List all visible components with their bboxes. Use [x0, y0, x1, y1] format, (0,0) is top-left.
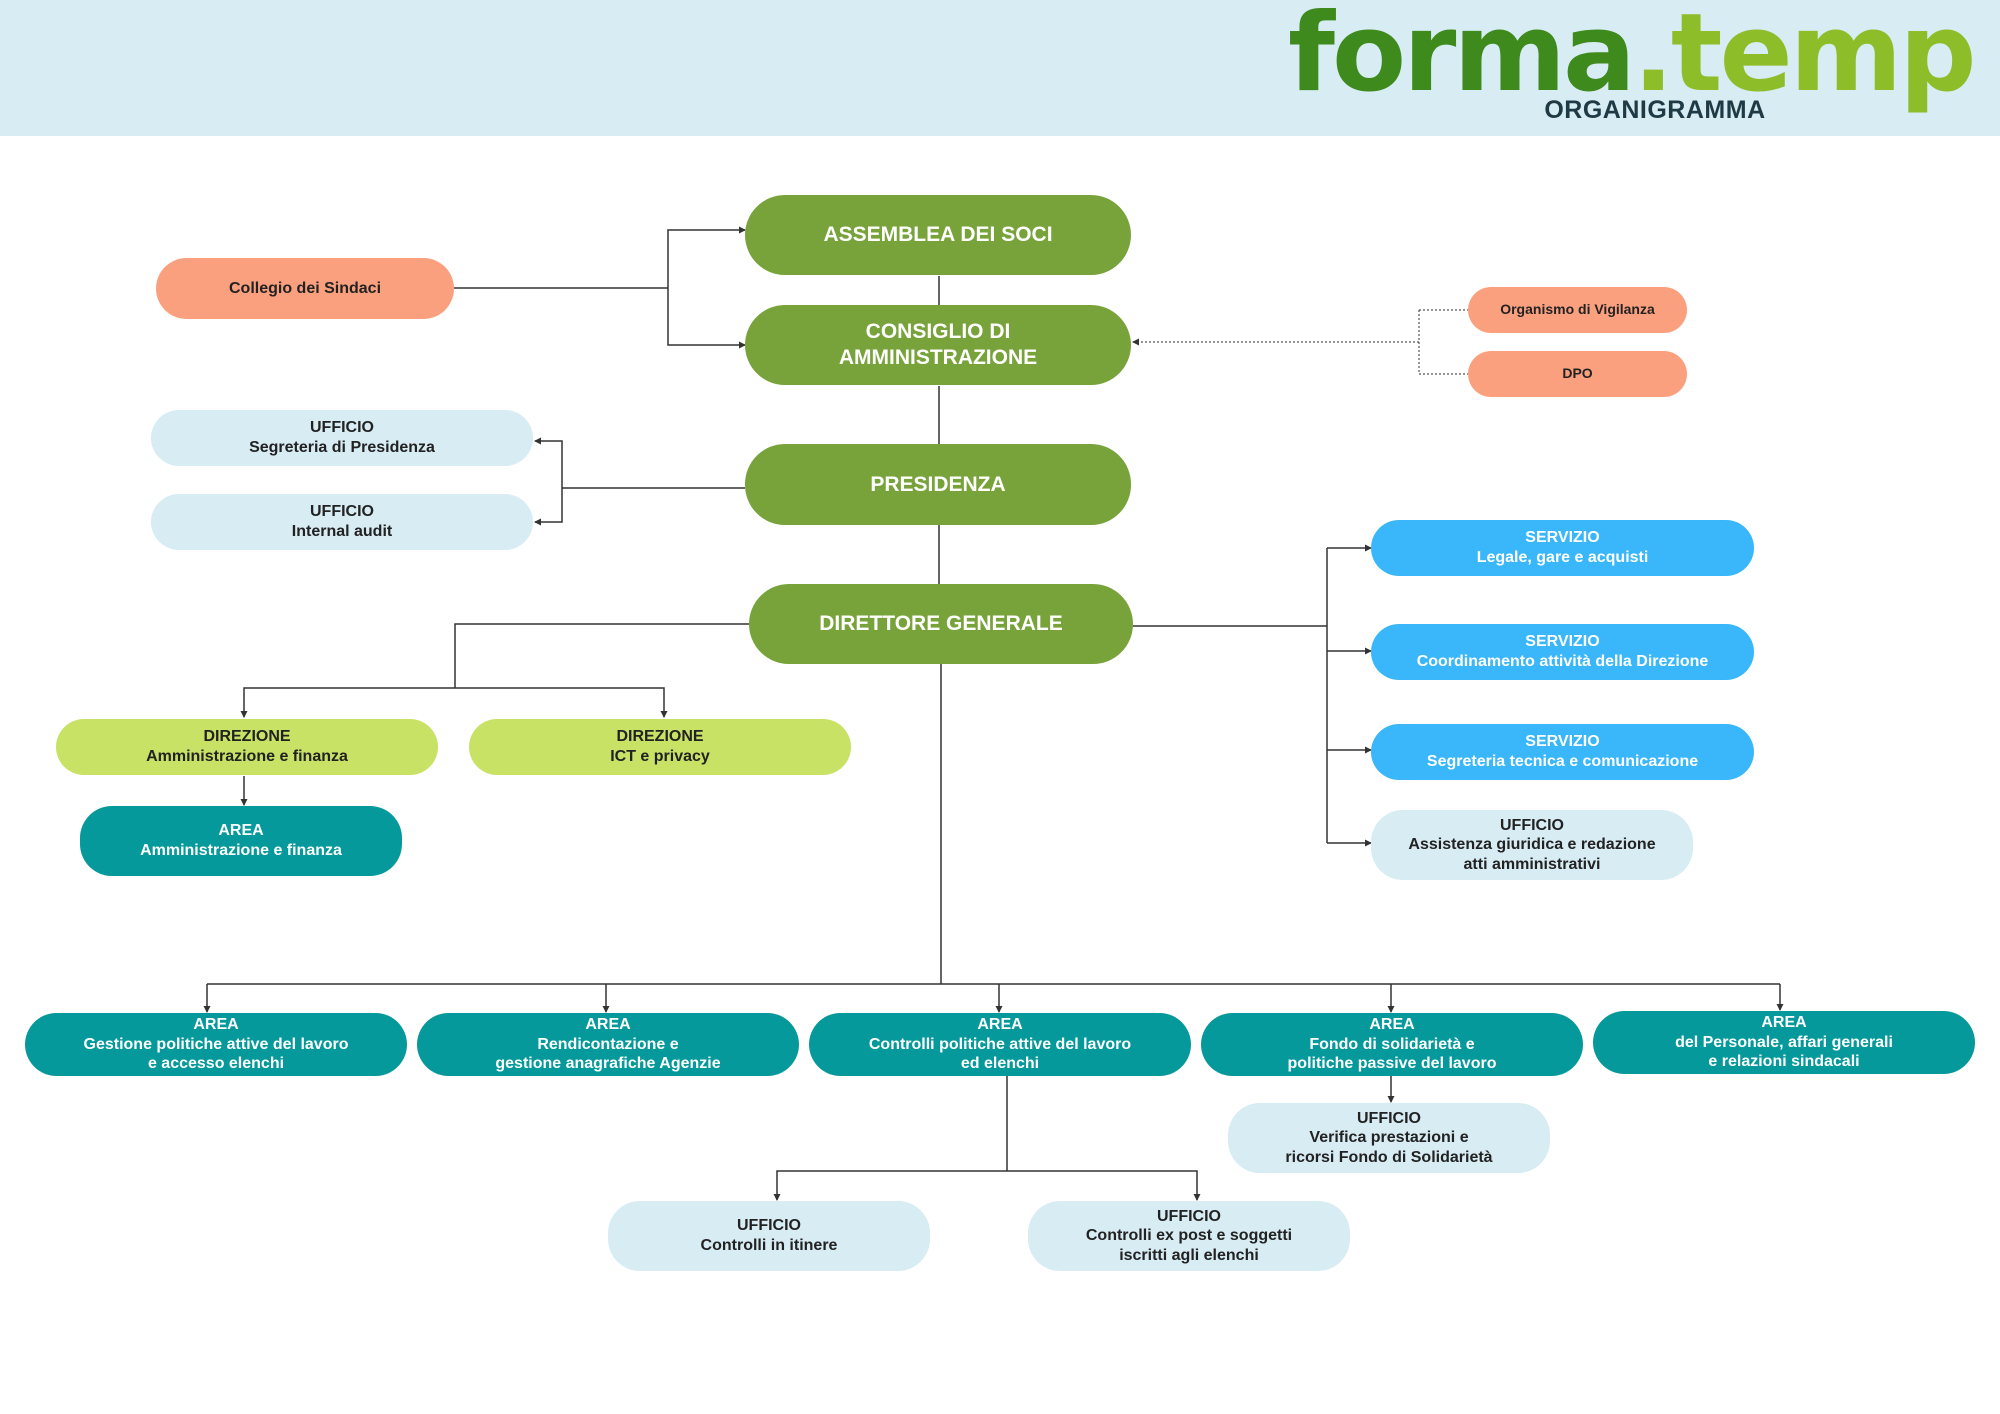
node-label: Coordinamento attività della Direzione: [1416, 653, 1709, 670]
node-organismo-di-vigilanza[interactable]: Organismo di Vigilanza: [1468, 287, 1687, 333]
node-label: CONSIGLIO DI: [865, 320, 1011, 344]
link-direttore-direzioni: [454, 623, 749, 688]
node-label: e accesso elenchi: [147, 1055, 285, 1073]
node-ufficio-assistenza-giuridica[interactable]: UFFICIO Assistenza giuridica e redazione…: [1371, 810, 1693, 880]
link-collegio-assemblea: [667, 226, 746, 288]
node-direttore-generale[interactable]: DIRETTORE GENERALE: [749, 584, 1133, 664]
node-servizio-segreteria-tecnica[interactable]: SERVIZIO Segreteria tecnica e comunicazi…: [1371, 724, 1754, 780]
node-label: ricorsi Fondo di Solidarietà: [1285, 1148, 1493, 1166]
forma-temp-logo: forma.temp: [1288, 0, 1977, 116]
node-dpo[interactable]: DPO: [1468, 351, 1687, 397]
node-assemblea-dei-soci[interactable]: ASSEMBLEA DEI SOCI: [745, 195, 1131, 275]
node-label: iscritti agli elenchi: [1119, 1246, 1259, 1264]
link-collegio-consiglio: [667, 288, 746, 349]
node-label: Fondo di solidarietà e: [1309, 1035, 1475, 1053]
node-area-fondo-di-solidarieta[interactable]: AREA Fondo di solidarietà e politiche pa…: [1201, 1013, 1583, 1076]
node-direzione-amministrazione-e-finanza[interactable]: DIREZIONE Amministrazione e finanza: [56, 719, 438, 775]
node-label: PRESIDENZA: [870, 472, 1006, 496]
node-label: politiche passive del lavoro: [1287, 1055, 1497, 1073]
node-label: AREA: [1369, 1016, 1415, 1034]
logo-part-forma: forma: [1288, 0, 1636, 116]
node-label: Verifica prestazioni e: [1309, 1129, 1469, 1147]
node-label: UFFICIO: [310, 419, 374, 437]
node-label: Segreteria di Presidenza: [249, 439, 435, 456]
node-label: AREA: [193, 1016, 239, 1034]
node-label: AMMINISTRAZIONE: [838, 346, 1038, 369]
header-banner: [0, 0, 2000, 136]
node-label: DIREZIONE: [616, 728, 704, 746]
node-label: Amministrazione e finanza: [146, 748, 348, 765]
link-uff-itinere: [773, 1170, 1007, 1201]
node-label: Legale, gare e acquisti: [1476, 549, 1649, 566]
node-area-gestione-politiche-attive[interactable]: AREA Gestione politiche attive del lavor…: [25, 1013, 407, 1076]
node-ufficio-controlli-in-itinere[interactable]: UFFICIO Controlli in itinere: [608, 1201, 930, 1271]
node-label: Controlli politiche attive del lavoro: [868, 1035, 1132, 1053]
node-label: DIREZIONE: [203, 728, 291, 746]
node-area-controlli-politiche-attive[interactable]: AREA Controlli politiche attive del lavo…: [809, 1013, 1191, 1076]
node-label: AREA: [977, 1016, 1023, 1034]
link-dir-ict: [455, 687, 668, 718]
node-area-personale-affari-generali[interactable]: AREA del Personale, affari generali e re…: [1593, 1011, 1975, 1074]
node-label: AREA: [1761, 1014, 1807, 1032]
node-label: ed elenchi: [960, 1055, 1040, 1073]
node-label: Controlli in itinere: [700, 1237, 838, 1254]
node-label: UFFICIO: [1157, 1207, 1221, 1225]
node-direzione-ict-e-privacy[interactable]: DIREZIONE ICT e privacy: [469, 719, 851, 775]
link-uff-expost: [1007, 1170, 1201, 1201]
node-label: UFFICIO: [1500, 816, 1564, 834]
node-servizio-coordinamento-direzione[interactable]: SERVIZIO Coordinamento attività della Di…: [1371, 624, 1754, 680]
node-label: e relazioni sindacali: [1708, 1053, 1860, 1071]
link-internal-audit: [534, 488, 563, 526]
node-label: Organismo di Vigilanza: [1500, 301, 1655, 318]
node-ufficio-segreteria-di-presidenza[interactable]: UFFICIO Segreteria di Presidenza: [151, 410, 533, 466]
link-dir-amministrazione: [240, 687, 455, 718]
node-label: Controlli ex post e soggetti: [1085, 1227, 1293, 1245]
node-collegio-dei-sindaci[interactable]: Collegio dei Sindaci: [156, 258, 454, 319]
page-title: ORGANIGRAMMA: [1544, 96, 1766, 124]
node-presidenza[interactable]: PRESIDENZA: [745, 444, 1131, 525]
node-label: UFFICIO: [737, 1217, 801, 1235]
node-label: UFFICIO: [1357, 1109, 1421, 1127]
node-ufficio-verifica-prestazioni[interactable]: UFFICIO Verifica prestazioni e ricorsi F…: [1228, 1103, 1550, 1173]
node-label: gestione anagrafiche Agenzie: [495, 1055, 721, 1073]
node-label: Internal audit: [291, 523, 393, 540]
node-label: ASSEMBLEA DEI SOCI: [823, 223, 1053, 247]
node-label: Amministrazione e finanza: [140, 842, 342, 859]
node-label: Collegio dei Sindaci: [228, 279, 382, 297]
node-consiglio-di-amministrazione[interactable]: CONSIGLIO DI AMMINISTRAZIONE: [745, 305, 1131, 385]
node-label: UFFICIO: [310, 503, 374, 521]
node-label: atti amministrativi: [1463, 855, 1601, 873]
node-area-rendicontazione[interactable]: AREA Rendicontazione e gestione anagrafi…: [417, 1013, 799, 1076]
node-area-amministrazione-e-finanza[interactable]: AREA Amministrazione e finanza: [80, 806, 402, 876]
node-label: SERVIZIO: [1525, 529, 1600, 547]
node-ufficio-controlli-ex-post[interactable]: UFFICIO Controlli ex post e soggetti isc…: [1028, 1201, 1350, 1271]
node-label: ICT e privacy: [610, 748, 710, 765]
node-ufficio-internal-audit[interactable]: UFFICIO Internal audit: [151, 494, 533, 550]
node-label: AREA: [218, 822, 264, 840]
node-label: AREA: [585, 1016, 631, 1034]
node-label: DPO: [1562, 365, 1593, 382]
node-servizio-legale-gare-acquisti[interactable]: SERVIZIO Legale, gare e acquisti: [1371, 520, 1754, 576]
node-label: Segreteria tecnica e comunicazione: [1426, 753, 1699, 770]
node-label: Gestione politiche attive del lavoro: [83, 1035, 349, 1053]
logo-part-temp: .temp: [1632, 0, 1977, 116]
link-segreteria-presidenza: [534, 437, 563, 488]
node-label: SERVIZIO: [1525, 733, 1600, 751]
node-label: DIRETTORE GENERALE: [819, 612, 1063, 636]
node-label: SERVIZIO: [1525, 633, 1600, 651]
node-label: Assistenza giuridica e redazione: [1408, 836, 1656, 854]
node-label: del Personale, affari generali: [1675, 1033, 1893, 1051]
node-label: Rendicontazione e: [537, 1035, 679, 1053]
